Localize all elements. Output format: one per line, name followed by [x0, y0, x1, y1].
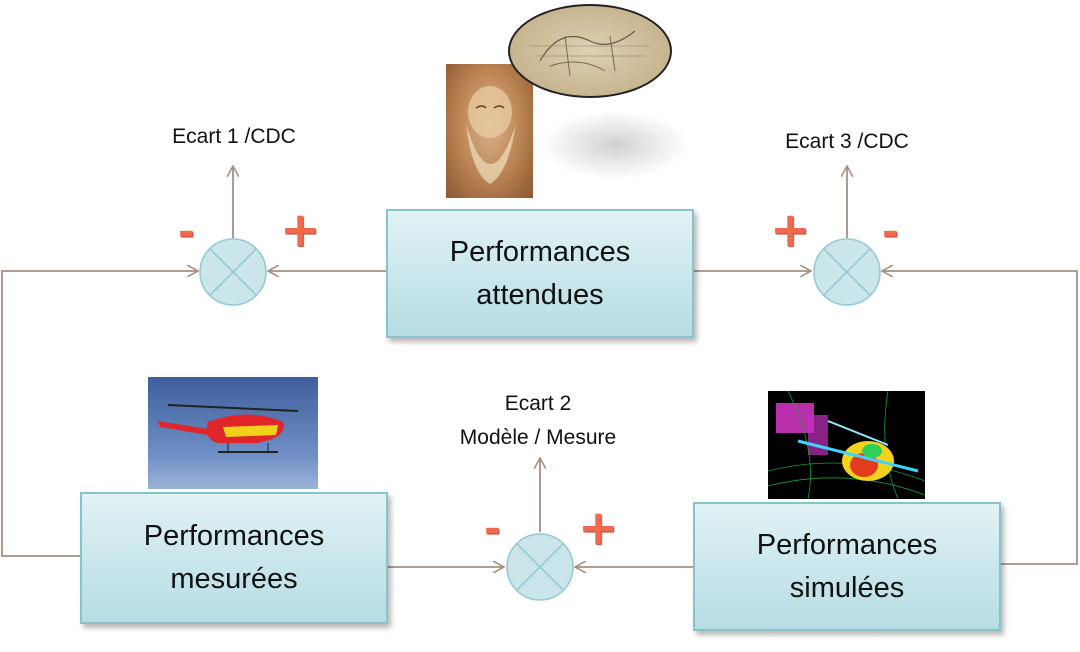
- minus-sign-sum3: -: [882, 209, 899, 255]
- codex-sketch-image: [508, 4, 672, 98]
- box-attendues-line2: attendues: [476, 278, 604, 311]
- shadow-blur: [540, 110, 690, 180]
- box-mesurees-line2: mesurées: [170, 563, 298, 595]
- label-ecart3: Ecart 3 /CDC: [785, 130, 909, 153]
- sum-junction-1: [199, 238, 267, 306]
- box-simulees-line1: Performances: [756, 528, 938, 561]
- line-mesurees-to-sum1: [1, 271, 198, 557]
- box-performances-mesurees: Performances mesurées: [80, 492, 388, 624]
- box-simulees-line2: simulées: [789, 571, 905, 604]
- minus-sign-sum1: -: [178, 209, 195, 255]
- sum-junction-3: [813, 238, 881, 306]
- plus-sign-sum1: +: [280, 202, 321, 258]
- leonardo-portrait-image: [446, 64, 533, 198]
- line-simulees-to-sum3: [882, 271, 1078, 565]
- box-attendues-line1: Performances: [449, 235, 631, 268]
- plus-sign-sum2: +: [578, 500, 619, 556]
- box-performances-simulees: Performances simulées: [693, 502, 1001, 631]
- label-ecart1: Ecart 1 /CDC: [172, 125, 296, 148]
- minus-sign-sum2: -: [484, 506, 501, 552]
- plus-sign-sum3: +: [770, 202, 811, 258]
- label-ecart2-subtitle: Modèle / Mesure: [459, 426, 617, 449]
- label-ecart2-title: Ecart 2: [504, 392, 572, 415]
- sum-junction-2: [506, 533, 574, 601]
- box-mesurees-line1: Performances: [143, 520, 325, 552]
- helicopter-photo: [148, 377, 318, 489]
- cfd-simulation-image: [768, 391, 925, 499]
- box-performances-attendues: Performances attendues: [386, 209, 694, 338]
